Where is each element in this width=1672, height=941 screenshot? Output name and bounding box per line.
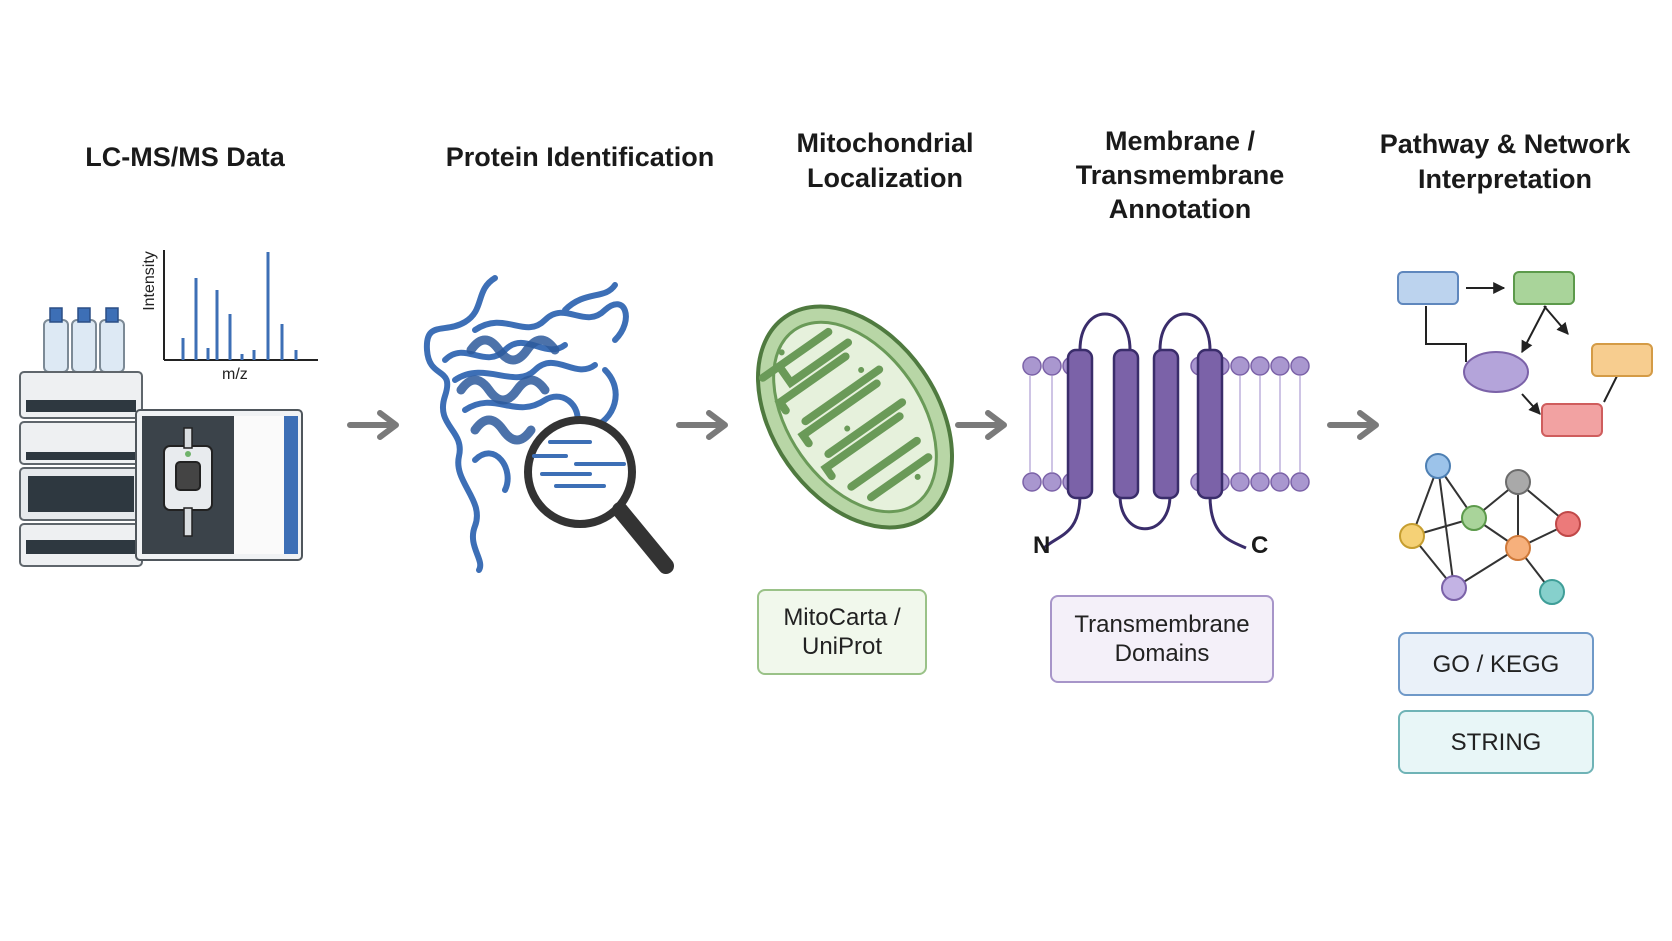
stage-title-protein-identification: Protein Identification (445, 142, 715, 172)
solvent-bottles-icon (43, 307, 125, 373)
pathway-diagram-illustration (1397, 271, 1653, 437)
stage-title-mitochondrial-localization: Mitochondrial Localization (796, 128, 974, 193)
transmembrane-helices (1066, 348, 1224, 500)
stage-title-lcms: LC-MS/MS Data (85, 142, 285, 172)
go-kegg-box: GO / KEGG (1398, 632, 1594, 696)
mass-spectrometer-icon (135, 409, 303, 561)
lcms-instrument-illustration (19, 307, 303, 567)
flow-arrow-3 (955, 410, 1007, 440)
protein-structure-illustration (423, 275, 629, 573)
pathway-node-green (1513, 271, 1575, 305)
flow-arrow-4 (1327, 410, 1379, 440)
mitochondrion-illustration (756, 304, 954, 530)
stage-title-membrane-annotation: Membrane / Transmembrane Annotation (1075, 126, 1285, 224)
spectrum-peaks (181, 252, 298, 360)
pathway-node-orange (1591, 343, 1653, 377)
transmembrane-domains-box: Transmembrane Domains (1050, 595, 1274, 683)
c-terminus-label: C (1251, 532, 1269, 559)
pathway-node-red (1541, 403, 1603, 437)
interaction-network-illustration (1399, 453, 1581, 605)
flow-arrow-1 (347, 410, 399, 440)
spectrum-y-axis-label: Intensity (141, 251, 158, 311)
transmembrane-protein-illustration (1022, 312, 1310, 550)
mass-spectrum-plot (163, 250, 318, 361)
n-terminus-label: N (1033, 532, 1051, 559)
spectrum-x-axis-label: m/z (222, 366, 248, 383)
pathway-node-blue (1397, 271, 1459, 305)
string-box: STRING (1398, 710, 1594, 774)
flow-arrow-2 (676, 410, 728, 440)
stage-title-pathway-network: Pathway & Network Interpretation (1379, 129, 1631, 194)
pathway-node-purple (1463, 351, 1529, 393)
hplc-stack-icon (19, 371, 143, 567)
mitocarta-uniprot-box: MitoCarta / UniProt (757, 589, 927, 675)
magnifier-icon (524, 416, 674, 574)
